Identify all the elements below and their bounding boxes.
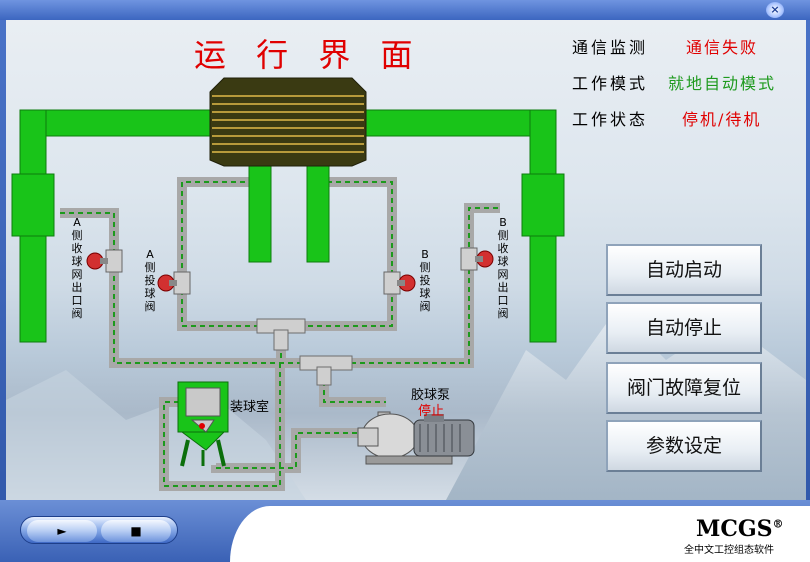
player-control: ► ■ bbox=[20, 516, 178, 544]
ball-chamber-label: 装球室 bbox=[230, 400, 270, 415]
valve-a-outlet[interactable] bbox=[86, 249, 123, 273]
valve-b-bypass[interactable] bbox=[383, 271, 416, 295]
condenser-unit bbox=[209, 77, 367, 167]
title-bar: × bbox=[0, 0, 810, 20]
hill-backdrop bbox=[6, 370, 306, 500]
brand-subtitle: 全中文工控组态软件 bbox=[684, 545, 774, 556]
parameter-settings-button[interactable]: 参数设定 bbox=[606, 420, 762, 472]
play-icon: ► bbox=[57, 524, 67, 538]
comm-label: 通信监测 bbox=[572, 38, 649, 57]
valve-a-outlet-label: A侧收球网出口阀 bbox=[71, 216, 83, 320]
pump-state: 停止 bbox=[418, 404, 445, 419]
pump-label: 胶球泵 bbox=[411, 388, 451, 403]
brand-name: MCGS bbox=[696, 516, 773, 542]
comm-value: 通信失败 bbox=[686, 38, 759, 57]
pipe-tees bbox=[256, 318, 353, 386]
state-label: 工作状态 bbox=[572, 110, 649, 129]
valve-b-bypass-label: B侧投球阀 bbox=[419, 248, 431, 313]
brand-mark: ® bbox=[772, 517, 784, 531]
close-button[interactable]: × bbox=[766, 2, 784, 18]
auto-stop-button[interactable]: 自动停止 bbox=[606, 302, 762, 354]
valve-a-bypass[interactable] bbox=[157, 271, 191, 295]
play-button[interactable]: ► bbox=[27, 520, 97, 542]
page-title: 运 行 界 面 bbox=[194, 36, 423, 74]
close-icon: × bbox=[770, 3, 780, 16]
mode-label: 工作模式 bbox=[572, 74, 649, 93]
stop-button[interactable]: ■ bbox=[101, 520, 171, 542]
valve-a-bypass-label: A侧投球阀 bbox=[144, 248, 156, 313]
process-diagram bbox=[6, 77, 806, 500]
valve-fault-reset-button[interactable]: 阀门故障复位 bbox=[606, 362, 762, 414]
state-value: 停机/待机 bbox=[682, 110, 762, 129]
stop-icon: ■ bbox=[130, 524, 142, 538]
ball-chamber bbox=[177, 381, 229, 467]
brand-panel bbox=[230, 506, 810, 562]
auto-start-button[interactable]: 自动启动 bbox=[606, 244, 762, 296]
mode-value: 就地自动模式 bbox=[668, 74, 777, 93]
brand-logo: MCGS® bbox=[696, 516, 784, 542]
valve-b-outlet[interactable] bbox=[460, 247, 494, 271]
run-screen: 运 行 界 面 通信监测 通信失败 工作模式 就地自动模式 工作状态 停机/待机… bbox=[6, 20, 806, 500]
valve-b-outlet-label: B侧收球网出口阀 bbox=[497, 216, 509, 320]
ball-pump[interactable] bbox=[357, 411, 475, 465]
